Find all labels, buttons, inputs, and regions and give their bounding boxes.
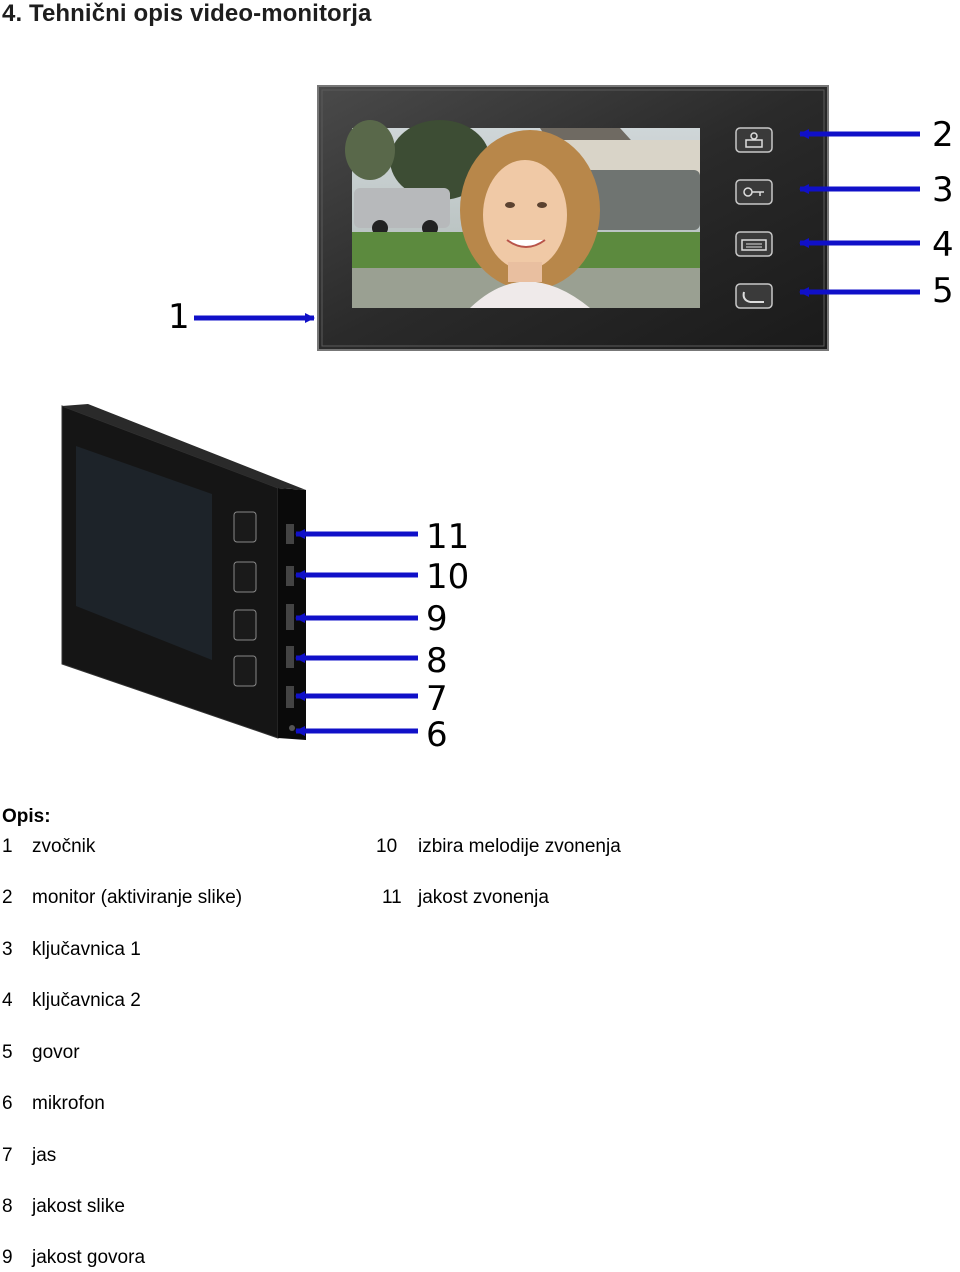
key-button-icon — [743, 187, 764, 197]
knob-talk-volume[interactable] — [286, 604, 294, 630]
knob-brightness-image[interactable] — [286, 646, 294, 668]
side-button-key[interactable] — [233, 561, 257, 593]
callout-8: 8 — [426, 641, 448, 681]
knob-ring-volume[interactable] — [286, 524, 294, 544]
side-button-talk[interactable] — [233, 655, 257, 687]
side-button-monitor[interactable] — [233, 511, 257, 543]
front-button-lock[interactable] — [735, 231, 773, 257]
talk-button-icon — [742, 291, 764, 303]
page-heading: 4. Tehnični opis video-monitorja — [2, 0, 372, 27]
callout-2: 2 — [932, 115, 954, 155]
microphone-hole — [289, 725, 295, 731]
side-callouts: 11 10 9 8 7 6 — [295, 517, 469, 755]
callout-7: 7 — [426, 679, 448, 719]
front-button-monitor[interactable] — [735, 127, 773, 153]
callout-6: 6 — [426, 715, 448, 755]
side-body-top — [62, 404, 306, 490]
front-screen — [345, 120, 700, 308]
monitor-figure: 1 2 3 4 5 — [61, 85, 954, 755]
knob-melody[interactable] — [286, 566, 294, 586]
side-monitor — [61, 404, 306, 740]
front-monitor — [317, 85, 829, 351]
front-callouts: 1 2 3 4 5 — [168, 115, 954, 337]
knob-brightness[interactable] — [286, 686, 294, 708]
front-bezel-highlight — [321, 89, 825, 347]
monitor-button-icon — [745, 132, 763, 148]
side-screen — [76, 446, 212, 660]
callout-3: 3 — [932, 170, 954, 210]
callout-11: 11 — [426, 517, 469, 557]
callout-1: 1 — [168, 297, 190, 337]
callout-10: 10 — [426, 557, 469, 597]
description-title: Opis: — [2, 806, 51, 827]
callout-4: 4 — [932, 225, 954, 265]
lock-button-icon — [741, 239, 767, 251]
callout-5: 5 — [932, 271, 954, 311]
front-button-key[interactable] — [735, 179, 773, 205]
side-button-lock[interactable] — [233, 609, 257, 641]
front-button-talk[interactable] — [735, 283, 773, 309]
callout-9: 9 — [426, 599, 448, 639]
